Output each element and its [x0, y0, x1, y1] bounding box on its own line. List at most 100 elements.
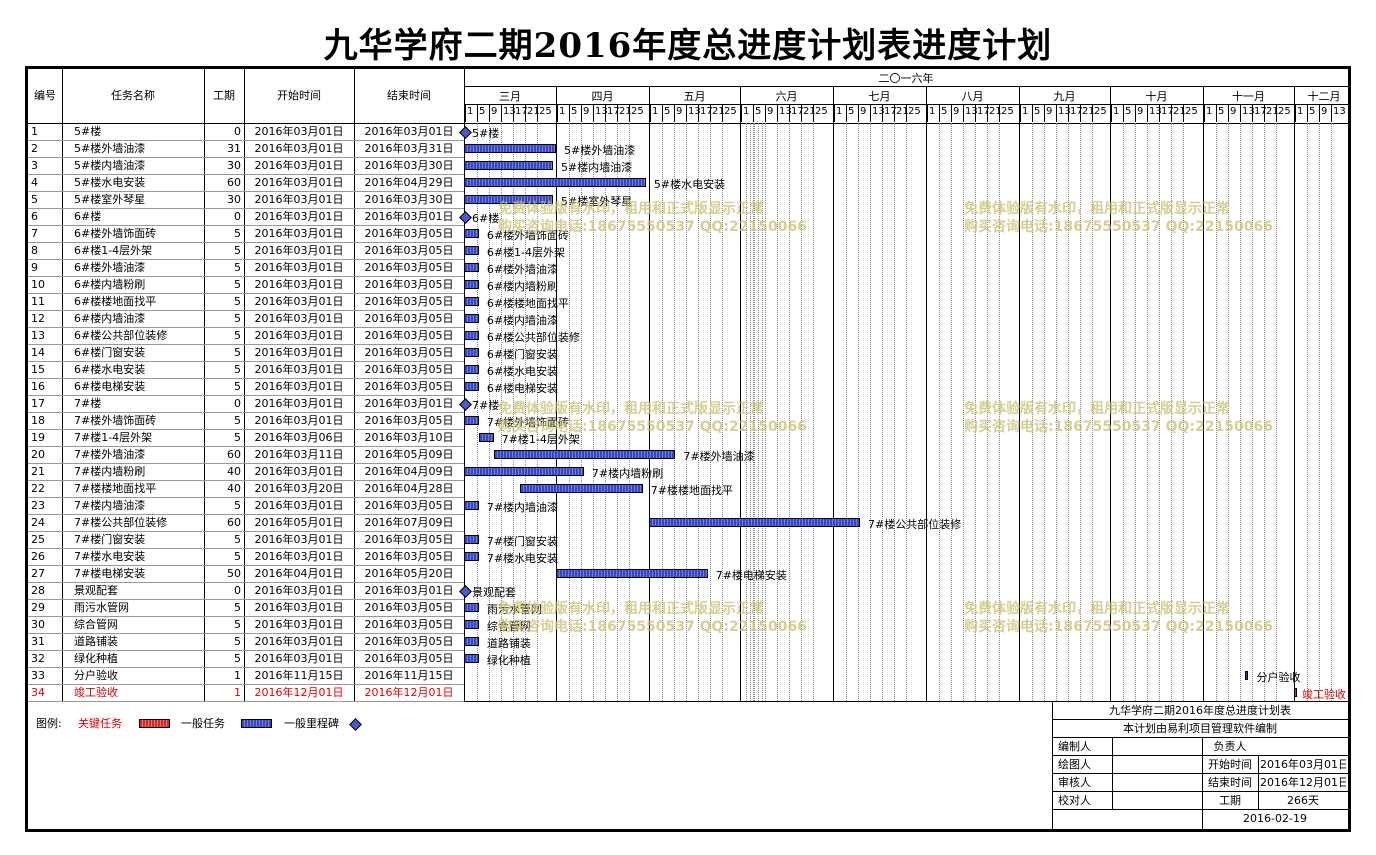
info-label: 工期	[1219, 794, 1241, 807]
row-name[interactable]: 综合管网	[74, 618, 118, 631]
row-end: 2016年03月01日	[364, 125, 454, 138]
row-name[interactable]: 7#楼内墙粉刷	[74, 465, 146, 478]
row-name[interactable]: 5#楼内墙油漆	[74, 159, 146, 172]
task-bar-label: 7#楼内墙粉刷	[591, 467, 664, 480]
day-tick-line	[741, 104, 742, 122]
row-name[interactable]: 6#楼内墙粉刷	[74, 278, 146, 291]
day-tick-line	[789, 104, 790, 122]
day-tick: 5	[1125, 106, 1132, 117]
month-label: 五月	[683, 90, 706, 103]
info-value: 2016年03月01日	[1260, 758, 1346, 771]
info-label: 校对人	[1058, 794, 1091, 807]
row-name[interactable]: 7#楼公共部位装修	[74, 516, 168, 529]
row-name[interactable]: 绿化种植	[74, 652, 118, 665]
row-no: 17	[31, 397, 45, 410]
day-tick: 21	[712, 106, 725, 117]
day-tick: 5	[755, 106, 762, 117]
row-name[interactable]: 5#楼室外琴星	[74, 193, 146, 206]
header-no: 编号	[34, 89, 56, 102]
row-name[interactable]: 景观配套	[74, 584, 118, 597]
day-tick-line	[1331, 104, 1332, 122]
row-name[interactable]: 6#楼电梯安装	[74, 380, 146, 393]
row-name[interactable]: 7#楼内墙油漆	[74, 499, 146, 512]
day-tick: 9	[1046, 106, 1053, 117]
day-tick-line	[477, 104, 478, 122]
row-name[interactable]: 6#楼1-4层外架	[74, 244, 153, 257]
day-tick: 9	[953, 106, 960, 117]
row-name[interactable]: 7#楼水电安装	[74, 550, 146, 563]
day-tick: 21	[1082, 106, 1095, 117]
info-col	[1112, 737, 1113, 809]
row-name[interactable]: 道路铺装	[74, 635, 118, 648]
row-name[interactable]: 5#楼外墙油漆	[74, 142, 146, 155]
row-name[interactable]: 7#楼电梯安装	[74, 567, 146, 580]
row-name[interactable]: 5#楼	[74, 125, 102, 138]
row-name[interactable]: 7#楼1-4层外架	[74, 431, 153, 444]
row-name[interactable]: 7#楼外墙饰面砖	[74, 414, 157, 427]
day-grid-line	[813, 123, 814, 701]
row-no: 1	[31, 125, 38, 138]
row-end: 2016年11月15日	[364, 669, 454, 682]
day-tick-line	[951, 104, 952, 122]
row-no: 28	[31, 584, 45, 597]
row-end: 2016年03月05日	[364, 533, 454, 546]
row-name[interactable]: 6#楼楼地面找平	[74, 295, 157, 308]
row-name[interactable]: 5#楼水电安装	[74, 176, 146, 189]
row-no: 14	[31, 346, 45, 359]
task-bar-label: 景观配套	[472, 586, 516, 599]
day-grid-line	[963, 123, 964, 701]
task-bar	[649, 518, 860, 527]
day-tick: 13	[688, 106, 701, 117]
row-name[interactable]: 6#楼公共部位装修	[74, 329, 168, 342]
header-line	[464, 86, 1348, 87]
watermark-line2: 购买咨询电话:18675550537 QQ:22150066	[964, 219, 1273, 235]
day-tick: 17	[607, 106, 620, 117]
day-tick-line	[1171, 104, 1172, 122]
row-duration: 0	[234, 210, 241, 223]
day-tick-line	[753, 104, 754, 122]
row-end: 2016年03月31日	[364, 142, 454, 155]
day-tick: 9	[860, 106, 867, 117]
row-start: 2016年03月01日	[254, 601, 344, 614]
row-no: 23	[31, 499, 45, 512]
row-name[interactable]: 6#楼门窗安装	[74, 346, 146, 359]
row-name[interactable]: 6#楼水电安装	[74, 363, 146, 376]
day-grid-line	[906, 123, 907, 701]
task-bar-label: 6#楼1-4层外架	[486, 246, 566, 259]
day-grid-line	[674, 123, 675, 701]
row-name[interactable]: 雨污水管网	[74, 601, 129, 614]
row-no: 16	[31, 380, 45, 393]
row-line	[28, 276, 464, 277]
row-name[interactable]: 7#楼外墙油漆	[74, 448, 146, 461]
row-duration: 5	[234, 550, 241, 563]
row-name[interactable]: 6#楼	[74, 210, 102, 223]
day-tick-line	[557, 104, 558, 122]
task-bar-label: 7#楼水电安装	[486, 552, 559, 565]
day-tick: 1	[743, 106, 750, 117]
month-label: 三月	[499, 90, 521, 103]
row-name[interactable]: 6#楼外墙油漆	[74, 261, 146, 274]
day-tick: 13	[595, 106, 608, 117]
day-tick: 5	[848, 106, 855, 117]
task-bar	[464, 314, 479, 323]
day-tick: 9	[676, 106, 683, 117]
day-grid-line	[581, 123, 582, 701]
row-no: 26	[31, 550, 45, 563]
legend-normal-label: 一般任务	[181, 717, 225, 730]
task-bar	[464, 535, 479, 544]
task-bar-label: 7#楼	[472, 399, 500, 412]
row-name[interactable]: 6#楼内墙油漆	[74, 312, 146, 325]
header-end: 结束时间	[387, 89, 431, 102]
day-tick-line	[858, 104, 859, 122]
row-name[interactable]: 6#楼外墙饰面砖	[74, 227, 157, 240]
row-name[interactable]: 7#楼	[74, 397, 102, 410]
row-start: 2016年03月01日	[254, 176, 344, 189]
row-name[interactable]: 7#楼楼地面找平	[74, 482, 157, 495]
row-name[interactable]: 竣工验收	[74, 686, 118, 699]
column-line	[354, 69, 355, 701]
row-name[interactable]: 7#楼门窗安装	[74, 533, 146, 546]
day-tick: 1	[929, 106, 936, 117]
day-tick-line	[617, 104, 618, 122]
day-grid-line	[858, 123, 859, 701]
row-name[interactable]: 分户验收	[74, 669, 118, 682]
